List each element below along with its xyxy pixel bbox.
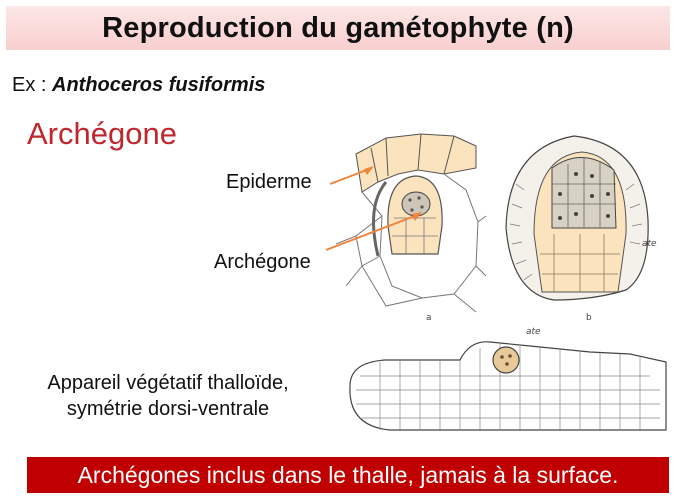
figure-a-letter: a (426, 313, 432, 323)
habit-line-2: symétrie dorsi-ventrale (66, 398, 270, 420)
arrow-archegone (325, 213, 421, 251)
arrow-epiderme-head (364, 166, 374, 175)
figure-b-label: ate (642, 239, 657, 249)
title-bar: Reproduction du gamétophyte (n) (6, 6, 670, 50)
species-name: Anthoceros fusiformis (52, 74, 266, 96)
figure-c-label: ate (526, 327, 541, 337)
example-prefix: Ex : (12, 74, 53, 96)
section-heading: Archégone (27, 116, 177, 151)
label-archegone: Archégone (214, 251, 311, 273)
figure-b-archegonium: ate b (505, 135, 657, 323)
arrow-archegone-head (412, 212, 422, 221)
habit-line-1: Appareil végétatif thalloïde, (47, 372, 289, 394)
example-line: Ex : Anthoceros fusiformis (12, 74, 265, 97)
figure-b-letter: b (586, 313, 592, 323)
footer-bar: Archégones inclus dans le thalle, jamais… (27, 457, 669, 493)
figure-thallus-section: ate (349, 327, 667, 431)
footer-text: Archégones inclus dans le thalle, jamais… (77, 461, 619, 488)
habit-description: Appareil végétatif thalloïde, symétrie d… (34, 370, 302, 422)
label-epiderme: Epiderme (226, 171, 312, 193)
slide-title: Reproduction du gamétophyte (n) (102, 11, 574, 44)
